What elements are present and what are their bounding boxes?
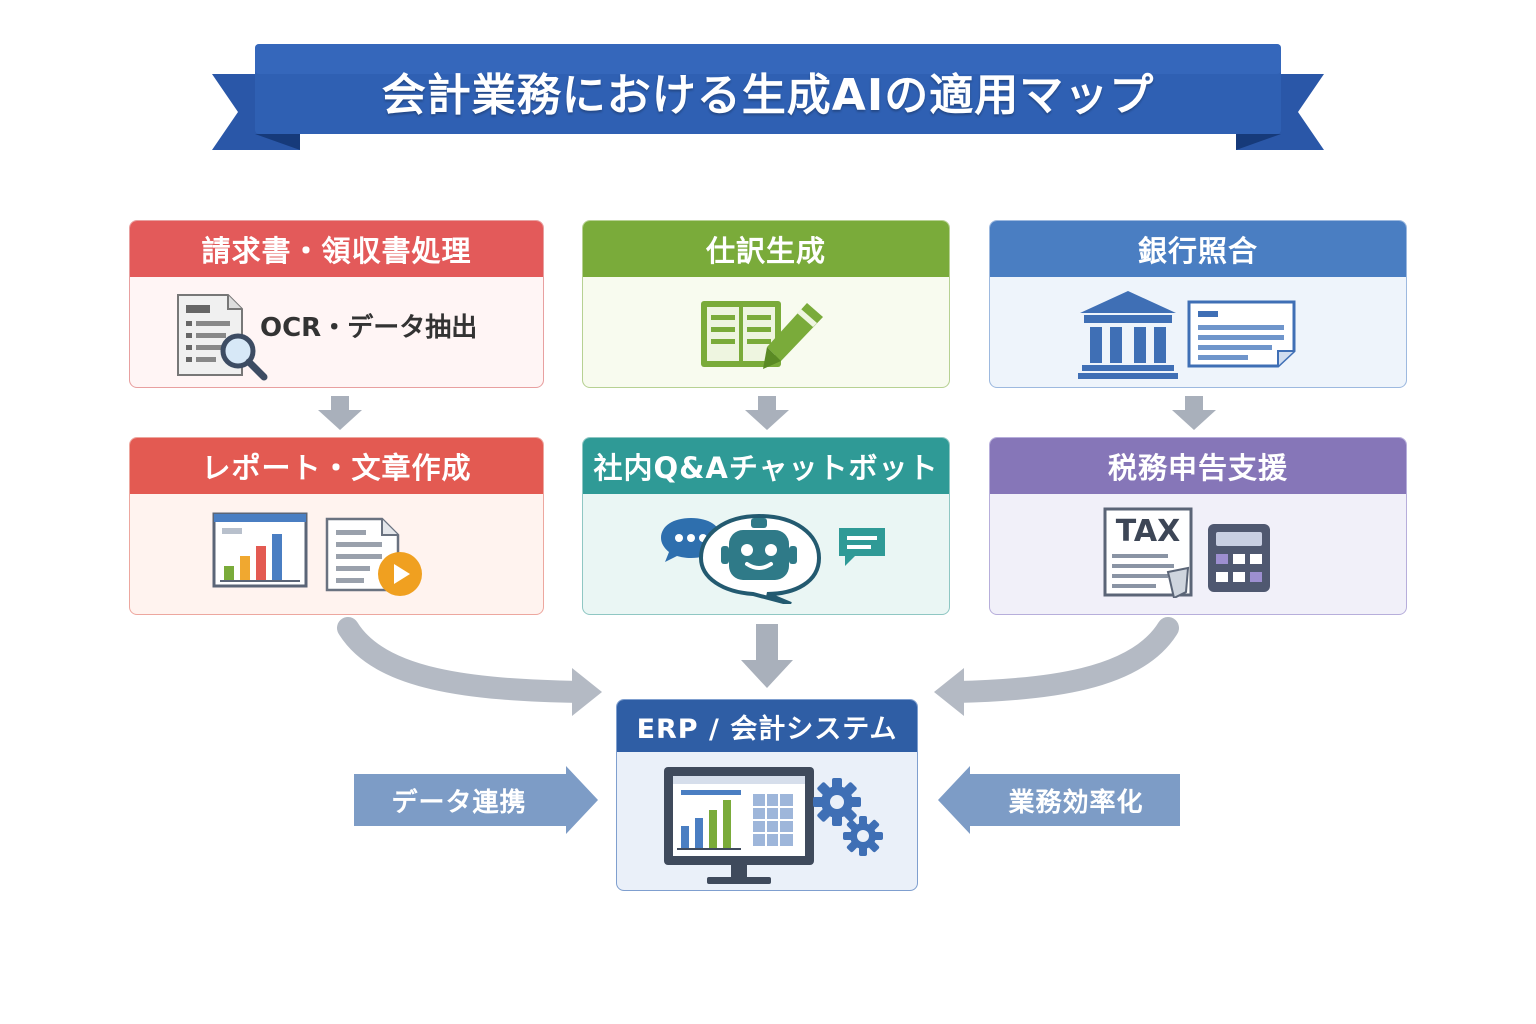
chart-icon: [212, 512, 308, 588]
card-chatbot: 社内Q&Aチャットボット: [582, 437, 950, 615]
card-journal-title: 仕訳生成: [583, 221, 949, 277]
card-journal: 仕訳生成: [582, 220, 950, 388]
tax-form-icon: [1103, 507, 1193, 598]
card-tax: 税務申告支援 TAX: [989, 437, 1407, 615]
card-tax-title: 税務申告支援: [990, 438, 1406, 494]
card-report: レポート・文章作成: [129, 437, 544, 615]
card-invoice: 請求書・領収書処理 OCR・データ抽出: [129, 220, 544, 388]
statement-icon: [1187, 300, 1296, 368]
card-erp-title: ERP / 会計システム: [617, 700, 917, 752]
monitor-chart-icon: [664, 767, 814, 884]
down-arrow-3: [1172, 396, 1216, 430]
card-chatbot-title: 社内Q&Aチャットボット: [583, 438, 949, 494]
ledger-pencil-icon: [701, 301, 823, 369]
gears-icon: [813, 778, 883, 856]
card-bank: 銀行照合: [989, 220, 1407, 388]
card-bank-title: 銀行照合: [990, 221, 1406, 277]
robot-icon: [698, 513, 822, 604]
document-play-icon: [325, 517, 422, 596]
tax-icon-text: TAX: [1115, 514, 1181, 549]
calculator-icon: [1208, 524, 1270, 592]
down-arrow-1: [318, 396, 362, 430]
down-arrow-2: [745, 396, 789, 430]
center-down-arrow: [741, 624, 793, 688]
card-invoice-title: 請求書・領収書処理: [130, 221, 543, 277]
ocr-label: OCR・データ抽出: [260, 313, 478, 343]
card-erp: ERP / 会計システム: [616, 699, 918, 891]
card-report-title: レポート・文章作成: [130, 438, 543, 494]
title-banner: [212, 44, 1324, 150]
side-label-left: データ連携: [391, 787, 527, 818]
document-search-icon: [177, 294, 268, 381]
page-title: 会計業務における生成AIの適用マップ: [381, 70, 1155, 121]
side-label-right: 業務効率化: [1008, 787, 1144, 818]
message-icon: [839, 528, 885, 566]
bank-icon: [1078, 291, 1178, 379]
